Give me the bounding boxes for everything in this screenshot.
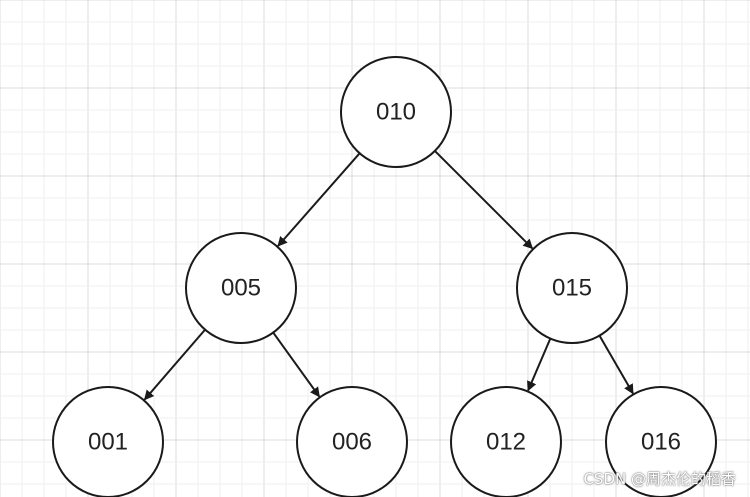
node-circle xyxy=(185,232,297,344)
tree-node-005: 005 xyxy=(185,232,297,344)
node-circle xyxy=(516,232,628,344)
tree-node-016: 016 xyxy=(605,386,717,497)
node-circle xyxy=(605,386,717,497)
tree-node-015: 015 xyxy=(516,232,628,344)
node-circle xyxy=(340,56,452,168)
tree-nodes: 010 005 015 001 006 012 016 xyxy=(52,56,717,497)
tree-node-006: 006 xyxy=(296,386,408,497)
node-label: 012 xyxy=(486,429,526,456)
node-label: 010 xyxy=(376,99,416,126)
tree-node-001: 001 xyxy=(52,386,164,497)
tree-edges xyxy=(143,150,634,401)
node-label: 015 xyxy=(552,275,592,302)
edge-arrow-n010-to-n015 xyxy=(434,150,534,250)
node-circle xyxy=(52,386,164,497)
node-circle xyxy=(296,386,408,497)
edge-arrow-n015-to-n012 xyxy=(527,338,552,392)
node-label: 001 xyxy=(88,429,128,456)
edge-arrow-n005-to-n006 xyxy=(272,332,321,398)
edge-arrow-n015-to-n016 xyxy=(598,335,634,395)
node-label: 005 xyxy=(221,275,261,302)
edge-arrow-n005-to-n001 xyxy=(143,328,206,401)
tree-node-010: 010 xyxy=(340,56,452,168)
watermark-text: CSDN @周杰伦的稻香 xyxy=(583,470,736,488)
tree-node-012: 012 xyxy=(450,386,562,497)
node-circle xyxy=(450,386,562,497)
node-label: 006 xyxy=(332,429,372,456)
edge-arrow-n010-to-n005 xyxy=(277,152,361,247)
node-label: 016 xyxy=(641,429,681,456)
